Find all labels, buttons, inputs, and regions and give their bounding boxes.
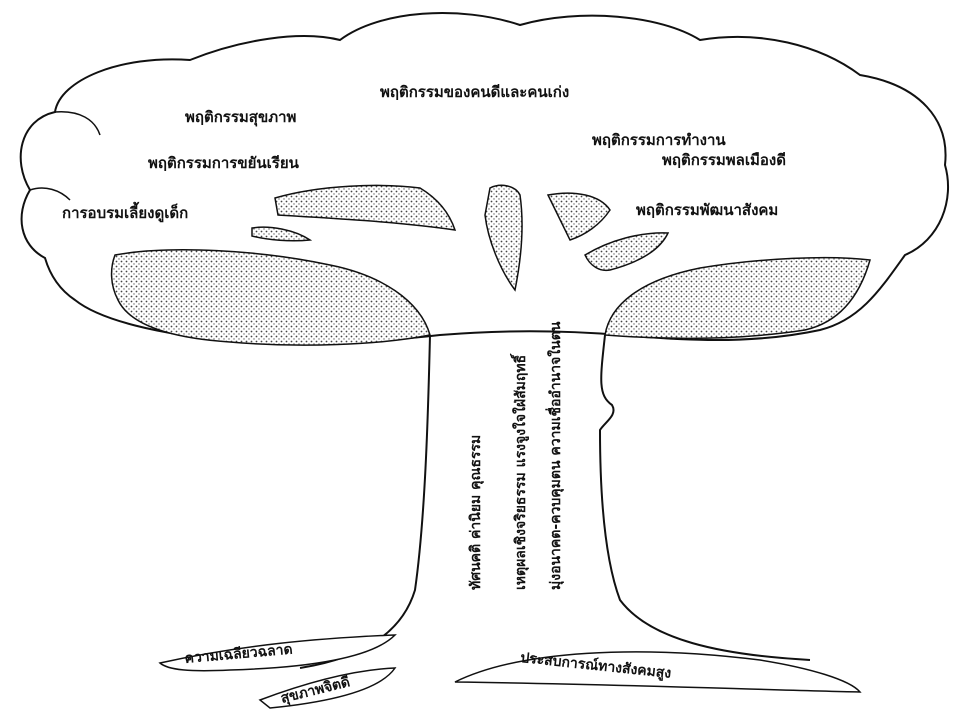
branch-gap-right xyxy=(548,193,610,240)
branch-gap-right-lower xyxy=(585,233,668,270)
label-citizen-behavior: พฤติกรรมพลเมืองดี xyxy=(662,151,786,169)
branch-gap-left-small xyxy=(252,227,310,241)
branch-gap-center xyxy=(485,185,522,290)
label-social-development-behavior: พฤติกรรมพัฒนาสังคม xyxy=(636,201,778,219)
root-label-social-experience: ประสบการณ์ทางสังคมสูง xyxy=(520,649,673,682)
label-health-behavior: พฤติกรรมสุขภาพ xyxy=(185,108,297,127)
trunk-label-future-orientation: มุ่งอนาคต-ควบคุมตน ความเชื่ออำนาจในตน xyxy=(545,321,564,590)
label-work-behavior: พฤติกรรมการทำงาน xyxy=(592,131,726,149)
canopy-inner-line xyxy=(30,112,100,200)
trunk-label-moral-reasoning: เหตุผลเชิงจริยธรรม แรงจูงใจใฝ่สัมฤทธิ์ xyxy=(509,353,529,590)
label-child-rearing: การอบรมเลี้ยงดูเด็ก xyxy=(62,201,188,223)
label-study-behavior: พฤติกรรมการขยันเรียน xyxy=(148,154,300,172)
trunk-label-attitude-values: ทัศนคติ ค่านิยม คุณธรรม xyxy=(468,435,484,590)
branch-gap-left xyxy=(275,185,455,230)
canopy-shade-left xyxy=(112,250,430,345)
label-good-smart-behavior: พฤติกรรมของคนดีและคนเก่ง xyxy=(380,83,569,101)
